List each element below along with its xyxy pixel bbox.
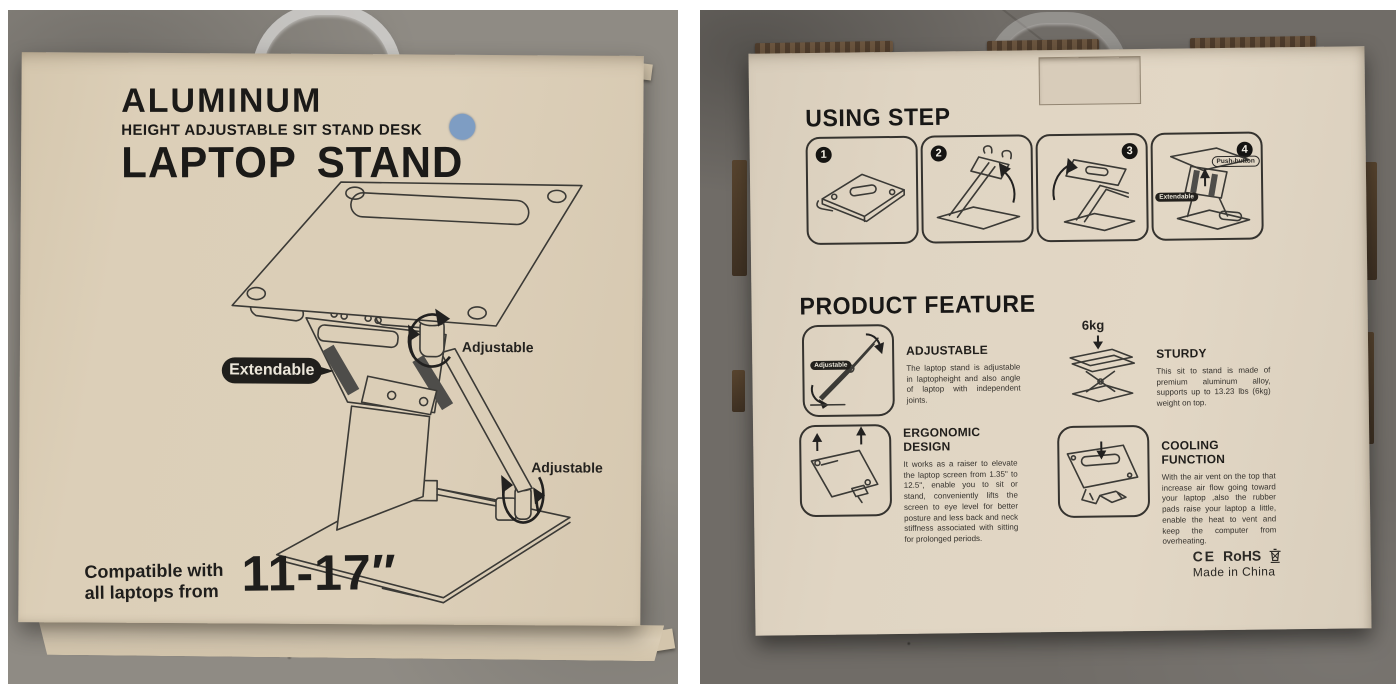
adjustable-upper-callout: Adjustable bbox=[461, 338, 534, 356]
brand-line-aluminum: ALUMINUM bbox=[121, 81, 323, 120]
compatibility-line2: all laptops from bbox=[84, 580, 219, 603]
ce-mark: CE bbox=[1192, 548, 1217, 565]
side-notch bbox=[732, 160, 747, 276]
feature-ergonomic: ERGONOMIC DESIGN It works as a raiser to… bbox=[799, 423, 1018, 547]
step4-extendable-callout: Extendable bbox=[1155, 192, 1198, 202]
feature-cooling-title: COOLING FUNCTION bbox=[1161, 438, 1226, 467]
feature-sturdy-text: This sit to stand is made of premium alu… bbox=[1156, 365, 1271, 408]
rohs-mark: RoHS bbox=[1222, 547, 1262, 565]
feature-ergonomic-text: It works as a raiser to elevate the lapt… bbox=[903, 458, 1019, 544]
rotation-arrow-upper bbox=[407, 308, 451, 368]
certifications-block: CE RoHS Made in China bbox=[1193, 547, 1282, 579]
feature-adjustable-text: The laptop stand is adjustable in laptop… bbox=[906, 362, 1021, 406]
using-step-2: 2 bbox=[920, 134, 1034, 244]
weee-icon bbox=[1269, 548, 1281, 563]
feature-cooling-illustration bbox=[1057, 424, 1151, 519]
using-step-1: 1 bbox=[805, 135, 919, 246]
feature-cooling-text: With the air vent on the top that increa… bbox=[1161, 471, 1277, 547]
feature-sturdy-illustration: 6kg bbox=[1056, 317, 1145, 410]
box-back-face: USING STEP 1 2 bbox=[748, 46, 1372, 636]
feature-cooling: COOLING FUNCTION With the air vent on th… bbox=[1057, 423, 1276, 549]
stand-leg bbox=[336, 405, 431, 531]
feature-ergonomic-title: ERGONOMIC DESIGN bbox=[903, 424, 981, 454]
step2-illustration bbox=[936, 145, 1021, 230]
step4-illustration bbox=[1169, 147, 1251, 230]
made-in-text: Made in China bbox=[1192, 564, 1276, 580]
compatibility-line1: Compatible with bbox=[84, 559, 224, 582]
compatibility-text: Compatible with all laptops from bbox=[84, 560, 224, 603]
adjustable-lower-callout: Adjustable bbox=[531, 459, 603, 476]
feature-ergonomic-illustration bbox=[799, 424, 893, 518]
feature-sturdy-title: STURDY bbox=[1156, 346, 1207, 361]
using-step-4: 4 Extendable Push-button bbox=[1150, 131, 1264, 241]
using-step-3: 3 bbox=[1035, 132, 1149, 243]
size-range-text: 11-17″ bbox=[241, 544, 397, 602]
using-step-title: USING STEP bbox=[805, 102, 951, 132]
brand-line-subtitle: HEIGHT ADJUSTABLE SIT STAND DESK bbox=[121, 121, 423, 139]
feature-adjustable-callout: Adjustable bbox=[810, 360, 852, 371]
step4-push-button-callout: Push-button bbox=[1211, 155, 1260, 168]
side-notch bbox=[732, 370, 745, 412]
feature-adjustable: Adjustable ADJUSTABLE The laptop stand i… bbox=[801, 322, 1021, 418]
product-feature-title: PRODUCT FEATURE bbox=[799, 289, 1036, 320]
blue-dot-sticker bbox=[449, 113, 476, 140]
extendable-callout: Extendable bbox=[221, 357, 322, 384]
stand-arm bbox=[440, 347, 533, 493]
feature-sturdy-weight-label: 6kg bbox=[1081, 317, 1105, 333]
photo-front-of-box: ALUMINUM HEIGHT ADJUSTABLE SIT STAND DES… bbox=[8, 10, 678, 684]
photo-back-of-box: USING STEP 1 2 bbox=[700, 10, 1396, 684]
stand-platform bbox=[231, 181, 583, 327]
step1-illustration bbox=[816, 173, 906, 223]
laptop-stand-line-art bbox=[231, 181, 583, 604]
handle-cutout-flap bbox=[1038, 55, 1142, 106]
feature-adjustable-illustration: Adjustable bbox=[801, 324, 895, 418]
rotation-arrow-lower bbox=[501, 475, 546, 524]
feature-adjustable-title: ADJUSTABLE bbox=[906, 342, 988, 358]
feature-sturdy: 6kg STURDY This sit to stand is made of … bbox=[1056, 317, 1271, 410]
box-front-face: ALUMINUM HEIGHT ADJUSTABLE SIT STAND DES… bbox=[18, 52, 644, 626]
step3-illustration bbox=[1052, 157, 1136, 232]
